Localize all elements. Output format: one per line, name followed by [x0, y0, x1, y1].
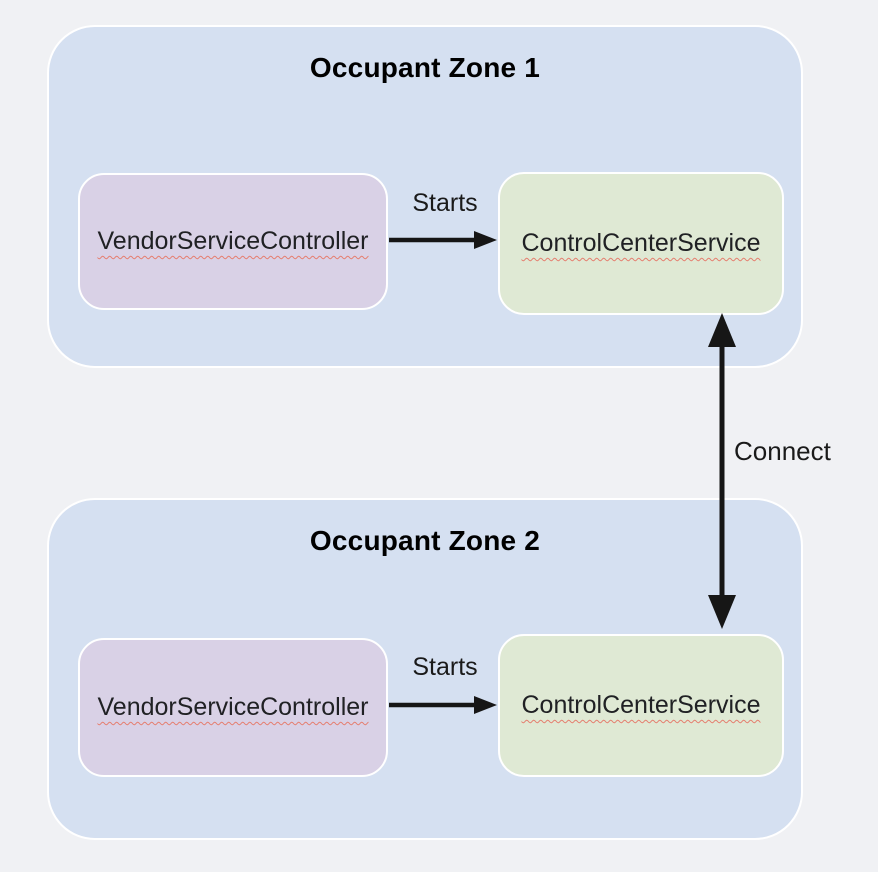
zone2-starts-edge-label: Starts	[412, 653, 478, 681]
zone1-starts-edge-label: Starts	[412, 189, 478, 217]
zone2-title: Occupant Zone 2	[309, 525, 541, 556]
zone1-control-center-service-node: ControlCenterService	[498, 172, 784, 315]
zone2-vendor-node-label: VendorServiceController	[97, 693, 369, 721]
connect-edge-label: Connect	[734, 436, 831, 466]
zone2-control-node-label: ControlCenterService	[521, 691, 761, 719]
zone2-control-center-service-node: ControlCenterService	[498, 634, 784, 777]
occupant-zone-2: Occupant Zone 2 VendorServiceController …	[47, 498, 803, 840]
zone1-control-node-label: ControlCenterService	[521, 229, 761, 257]
zone2-vendor-service-controller-node: VendorServiceController	[78, 638, 388, 777]
occupant-zone-1: Occupant Zone 1 VendorServiceController …	[47, 25, 803, 368]
zone1-vendor-node-label: VendorServiceController	[97, 227, 369, 255]
zone1-title: Occupant Zone 1	[309, 52, 541, 83]
zone1-vendor-service-controller-node: VendorServiceController	[78, 173, 388, 310]
